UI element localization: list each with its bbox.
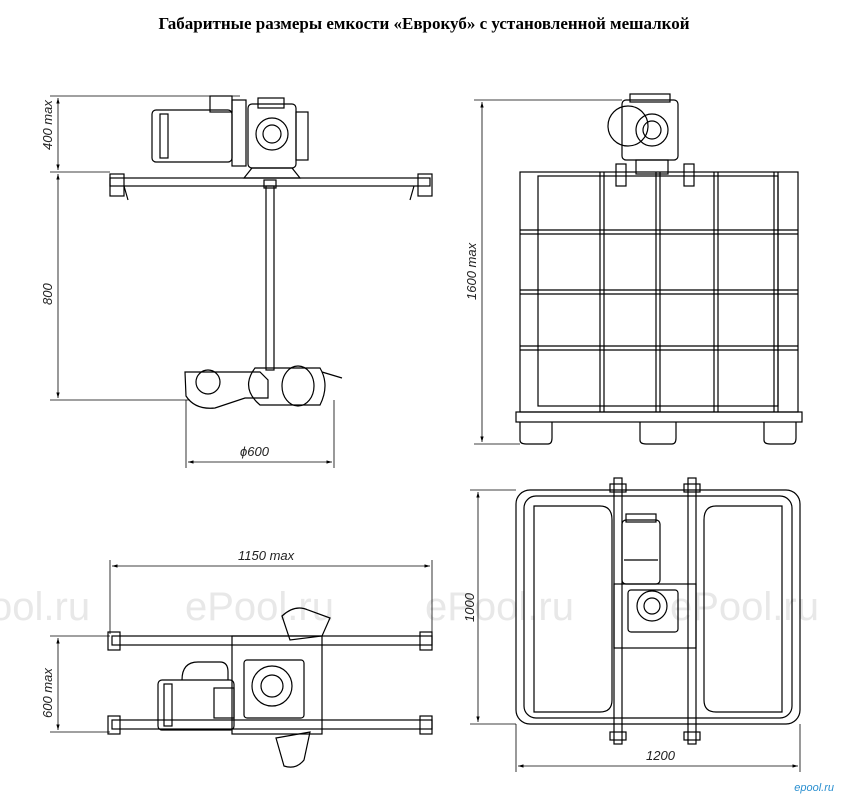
dim-side-motor-height: 400 max — [40, 100, 55, 150]
top-view-mixer-dimensions — [50, 560, 433, 733]
dim-impeller-diameter: ϕ600 — [240, 444, 270, 459]
page-title: Габаритные размеры емкости «Еврокуб» с у… — [158, 14, 690, 33]
site-logo: epool.ru — [794, 782, 834, 794]
dim-shaft-length: 800 — [40, 283, 55, 305]
top-view-tank-dimensions — [470, 489, 801, 772]
front-view-tank — [515, 93, 803, 445]
watermark-1: ool.ru — [0, 585, 90, 629]
dim-top-depth: 600 max — [40, 668, 55, 718]
side-view-mixer — [109, 95, 433, 409]
front-view-dimensions — [474, 99, 622, 445]
top-view-mixer — [107, 607, 433, 768]
top-view-tank — [515, 477, 801, 745]
dim-top-width: 1150 max — [238, 548, 295, 563]
dim-tank-width: 1200 — [646, 748, 676, 763]
watermark-layer: ool.ru ePool.ru ePool.ru ePool.ru — [0, 585, 819, 629]
side-view-dimensions — [50, 95, 335, 468]
watermark-3: ePool.ru — [425, 585, 574, 629]
watermark-2: ePool.ru — [185, 585, 334, 629]
dim-tank-depth: 1000 — [462, 592, 477, 622]
dim-tank-height: 1600 max — [464, 242, 479, 300]
watermark-4: ePool.ru — [670, 585, 819, 629]
